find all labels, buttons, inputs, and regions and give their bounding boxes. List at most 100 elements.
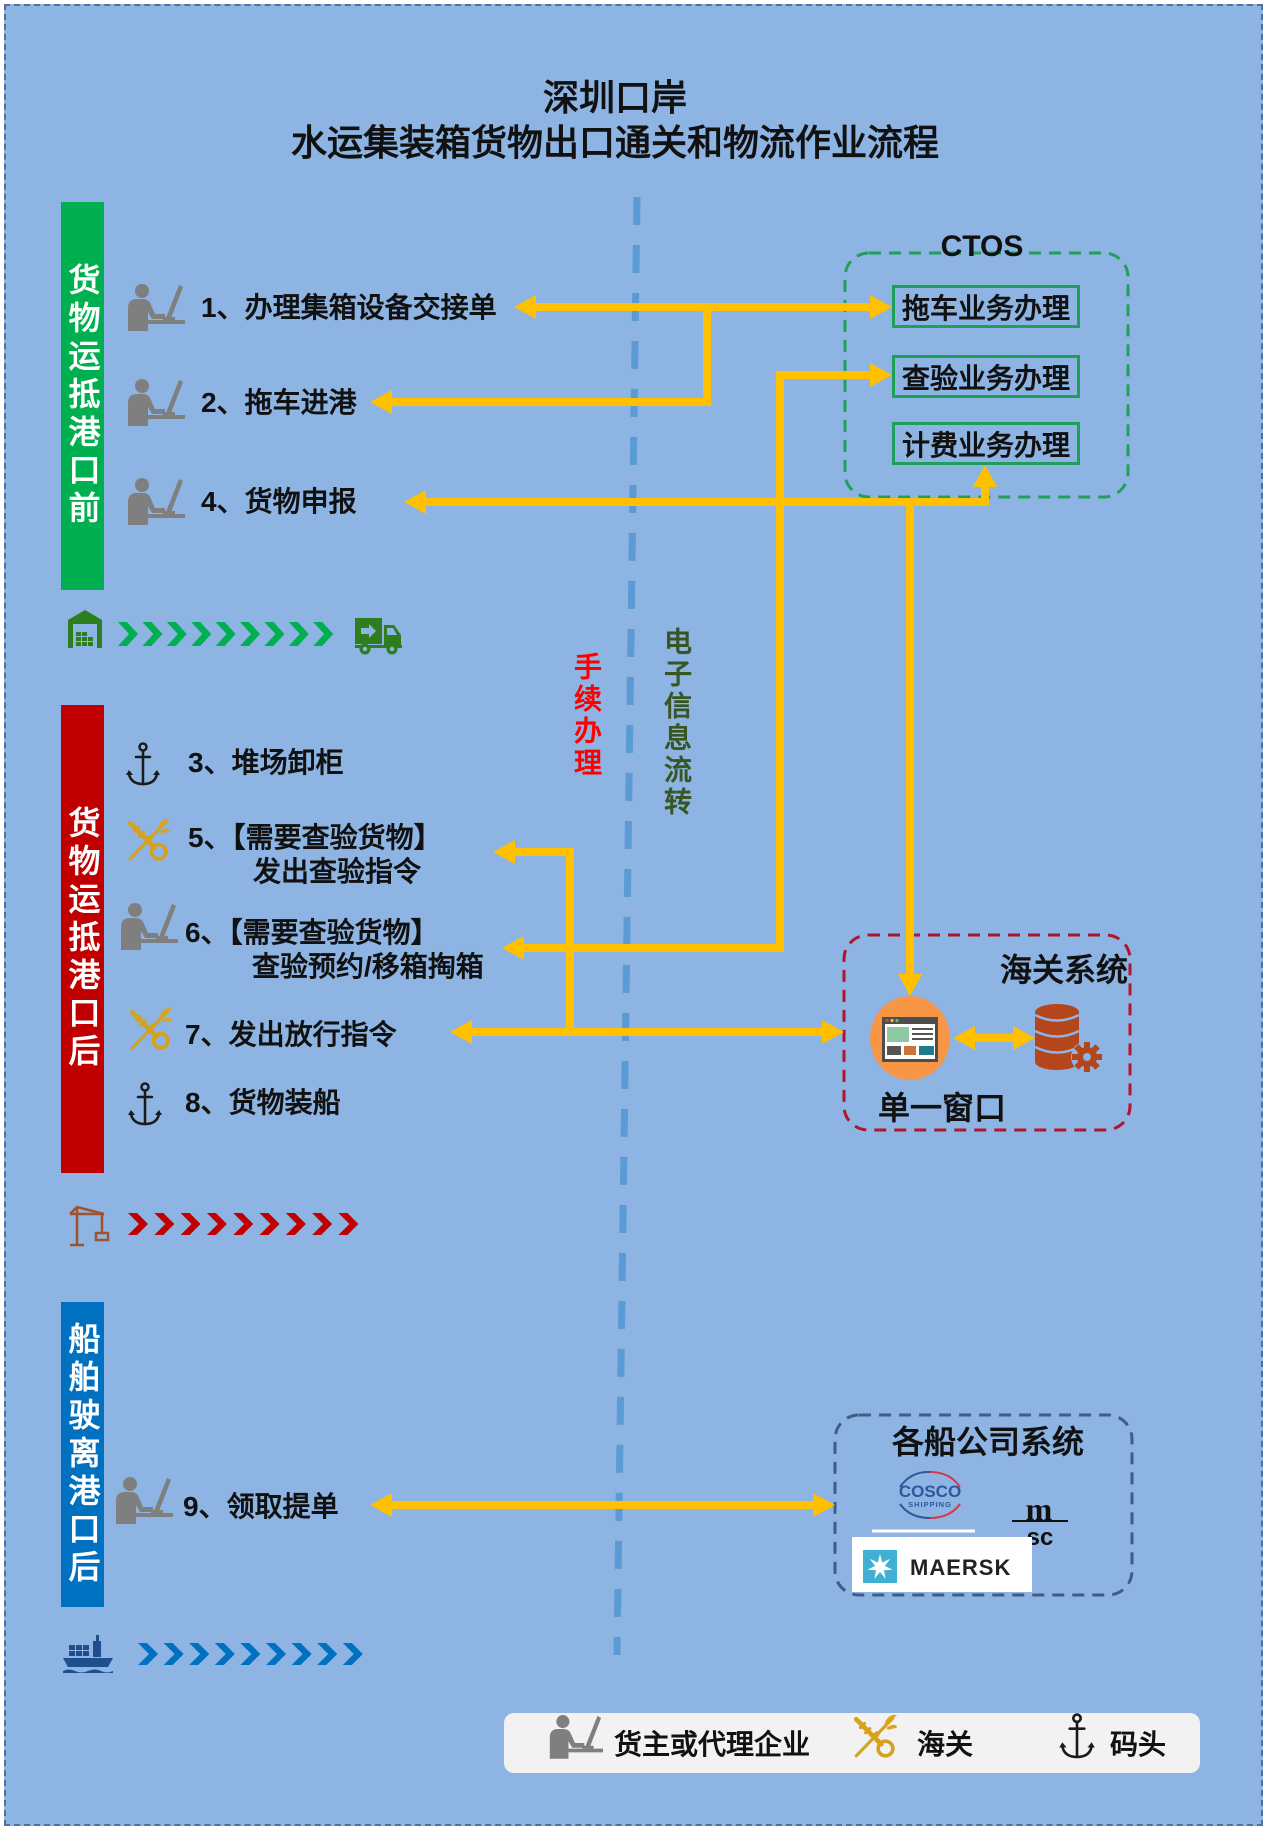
step-5-sublabel: 发出查验指令 [253, 856, 422, 887]
person-at-computer-icon [118, 902, 178, 950]
anchor-icon [127, 1082, 163, 1126]
ctos-item-billing: 计费业务办理 [892, 422, 1080, 465]
ctos-item-label: 拖车业务办理 [901, 292, 1070, 324]
person-at-computer-icon [547, 1714, 603, 1759]
chevron-arrow [180, 1213, 201, 1235]
single-window-icon [870, 996, 950, 1080]
chevron-arrow [163, 1643, 184, 1665]
cosco-shipping-logo: COSCO SHIPPING [899, 1470, 961, 1519]
ctos-item-label: 计费业务办理 [901, 429, 1070, 461]
person-at-computer-icon [125, 283, 185, 331]
step-8-label: 8、货物装船 [185, 1087, 341, 1118]
flow-arrow-step9-shipping-lines [370, 1493, 835, 1517]
chevron-arrow [128, 1213, 148, 1235]
chevron-arrow [240, 622, 260, 646]
chevron-arrow [189, 1643, 210, 1665]
customs-emblem-icon [127, 1007, 172, 1052]
maersk-logo: MAERSK [852, 1537, 1032, 1592]
anchor-icon [1058, 1713, 1096, 1759]
chevron-arrow [240, 1643, 261, 1665]
step-6-label: 6、【需要查验货物】 [185, 917, 439, 948]
chevron-arrow [206, 1213, 227, 1235]
chevron-arrow [266, 1643, 286, 1665]
chevron-arrow [291, 1643, 312, 1665]
ctos-item-label: 查验业务办理 [901, 362, 1070, 394]
customs-emblem-icon [851, 1713, 897, 1761]
anchor-icon [125, 742, 161, 786]
shipping-lines-title: 各船公司系统 [891, 1424, 1084, 1460]
msc-logo: m sc [1012, 1491, 1068, 1551]
legend-panel [504, 1713, 1200, 1773]
lane-label-manual: 手续办理 [571, 652, 602, 780]
progress-chevrons-red [128, 1213, 359, 1235]
delivery-truck-icon [355, 618, 402, 655]
legend-label-cargo-owner: 货主或代理企业 [614, 1729, 811, 1760]
chevron-arrow [264, 622, 285, 646]
maersk-logo-text: MAERSK [910, 1555, 1011, 1580]
ctos-item-trailer: 拖车业务办理 [892, 285, 1080, 328]
legend-label-customs: 海关 [917, 1729, 974, 1760]
chevron-arrow [259, 1213, 280, 1235]
chevron-arrow [214, 1643, 235, 1665]
cosco-logo-text: COSCO [899, 1482, 961, 1501]
progress-chevrons-green [118, 622, 334, 646]
step-3-label: 3、堆场卸柜 [188, 747, 344, 778]
ctos-item-inspection: 查验业务办理 [892, 355, 1080, 398]
chevron-arrow [233, 1213, 254, 1235]
flow-arrow-to-single-window [898, 502, 922, 996]
maersk-star-icon [867, 1554, 893, 1579]
port-crane-icon [69, 1205, 110, 1247]
stage-label: 货物运抵港口后 [64, 806, 101, 1072]
stage-label: 船舶驶离港口后 [64, 1321, 101, 1588]
stage-bar-before-arrival: 货物运抵港口前 [61, 202, 104, 590]
chevron-arrow [138, 1643, 158, 1665]
chevron-arrow [166, 622, 187, 646]
customs-database-icon [1034, 1004, 1103, 1073]
flow-arrow-step6-ctos-inspection [502, 363, 892, 960]
chevron-arrow [215, 622, 236, 646]
page-title-line2: 水运集装箱货物出口通关和物流作业流程 [290, 122, 939, 163]
customs-system-group-box [842, 933, 1132, 1132]
person-at-computer-icon [113, 1476, 173, 1524]
chevron-arrow [118, 622, 138, 646]
flow-arrow-step5-branch [493, 840, 574, 1032]
flow-arrow-step7-single-window [450, 1020, 844, 1044]
cosco-logo-subtext: SHIPPING [908, 1500, 952, 1509]
stage-bar-after-departure: 船舶驶离港口后 [61, 1302, 104, 1607]
page-title-line1: 深圳口岸 [542, 77, 687, 118]
person-at-computer-icon [125, 477, 185, 525]
customs-system-title: 海关系统 [999, 952, 1128, 988]
chevron-arrow [317, 1643, 338, 1665]
flow-arrow-step4-ctos-billing [404, 465, 997, 514]
chevron-arrow [142, 622, 163, 646]
ctos-title: CTOS [940, 230, 1024, 263]
person-at-computer-icon [125, 378, 185, 426]
stage-bar-after-arrival: 货物运抵港口后 [61, 705, 104, 1173]
chevron-arrow [288, 622, 309, 646]
chevron-arrow [312, 1213, 333, 1235]
legend-label-terminal: 码头 [1110, 1729, 1167, 1760]
chevron-arrow [342, 1643, 363, 1665]
chevron-arrow [191, 622, 212, 646]
warehouse-icon [68, 610, 102, 648]
chevron-arrow [313, 622, 334, 646]
step-1-label: 1、办理集箱设备交接单 [201, 292, 497, 323]
customs-emblem-icon [125, 818, 170, 863]
chevron-arrow [285, 1213, 306, 1235]
flow-arrow-step2-branch [370, 307, 711, 414]
single-window-label: 单一窗口 [877, 1090, 1006, 1126]
step-2-label: 2、拖车进港 [201, 387, 357, 418]
cargo-ship-icon [63, 1635, 113, 1673]
progress-chevrons-blue [138, 1643, 363, 1665]
step-9-label: 9、领取提单 [183, 1491, 339, 1522]
lane-divider-line [613, 196, 641, 1656]
step-4-label: 4、货物申报 [201, 486, 357, 517]
chevron-arrow [338, 1213, 359, 1235]
flow-arrow-window-database [953, 1026, 1035, 1050]
step-5-label: 5、【需要查验货物】 [188, 822, 442, 853]
step-6-sublabel: 查验预约/移箱掏箱 [252, 951, 484, 982]
step-7-label: 7、发出放行指令 [185, 1019, 397, 1050]
lane-label-electronic: 电子信息流转 [661, 627, 692, 819]
chevron-arrow [154, 1213, 175, 1235]
